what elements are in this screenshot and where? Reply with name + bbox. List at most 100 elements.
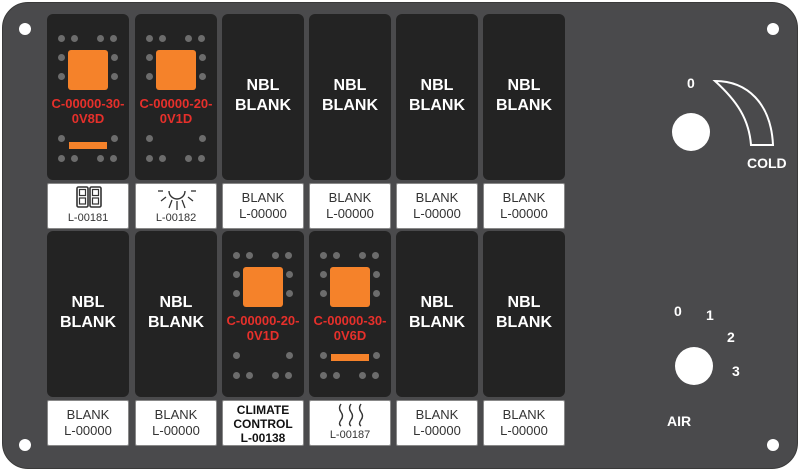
indicator-led: [286, 271, 293, 278]
switch-label-10: L-00187: [309, 400, 391, 446]
indicator-led: [198, 155, 205, 162]
indicator-led: [359, 252, 366, 259]
indicator-led: [71, 155, 78, 162]
indicator-led: [146, 54, 153, 61]
indicator-led: [146, 135, 153, 142]
indicator-led: [233, 290, 240, 297]
indicator-led: [146, 35, 153, 42]
rocker-indicator-bar: [69, 142, 107, 149]
indicator-led: [233, 271, 240, 278]
temperature-zero-label: 0: [687, 75, 695, 91]
label-code: L-00187: [329, 429, 371, 441]
indicator-led: [110, 155, 117, 162]
indicator-led: [246, 252, 253, 259]
switch-label-2: L-00182: [135, 183, 217, 229]
blank-switch-11[interactable]: NBL BLANK: [396, 231, 478, 397]
indicator-led: [320, 372, 327, 379]
indicator-led: [110, 35, 117, 42]
temperature-range-icon: [712, 79, 775, 146]
air-position-1: 1: [706, 307, 714, 323]
switch-label-11: BLANK L-00000: [396, 400, 478, 446]
blank-title: NBL BLANK: [409, 77, 465, 114]
indicator-led: [111, 54, 118, 61]
rocker-indicator-square: [156, 50, 196, 90]
indicator-led: [97, 155, 104, 162]
rocker-switch-9[interactable]: C-00000-20- 0V1D: [222, 231, 304, 397]
blank-switch-7[interactable]: NBL BLANK: [47, 231, 129, 397]
part-code: C-00000-30- 0V8D: [51, 96, 125, 126]
blank-switch-6[interactable]: NBL BLANK: [483, 14, 565, 180]
blank-switch-12[interactable]: NBL BLANK: [483, 231, 565, 397]
rocker-switch-2[interactable]: C-00000-20- 0V1D: [135, 14, 217, 180]
indicator-led: [58, 135, 65, 142]
blank-switch-3[interactable]: NBL BLANK: [222, 14, 304, 180]
blank-title: NBL BLANK: [409, 294, 465, 331]
indicator-led: [58, 155, 65, 162]
air-speed-knob[interactable]: [675, 347, 713, 385]
indicator-led: [320, 290, 327, 297]
indicator-led: [320, 252, 327, 259]
indicator-led: [159, 155, 166, 162]
indicator-led: [233, 352, 240, 359]
part-code: C-00000-30- 0V6D: [313, 313, 387, 343]
temperature-knob[interactable]: [672, 113, 710, 151]
air-label: AIR: [667, 413, 692, 429]
indicator-led: [372, 372, 379, 379]
indicator-led: [58, 35, 65, 42]
blank-switch-5[interactable]: NBL BLANK: [396, 14, 478, 180]
switch-label-7: BLANK L-00000: [47, 400, 129, 446]
rocker-switch-10[interactable]: C-00000-30- 0V6D: [309, 231, 391, 397]
indicator-led: [198, 35, 205, 42]
indicator-led: [286, 290, 293, 297]
indicator-led: [373, 271, 380, 278]
air-position-0: 0: [674, 303, 682, 319]
label-code: L-00181: [67, 212, 109, 224]
indicator-led: [111, 135, 118, 142]
indicator-led: [233, 252, 240, 259]
blank-switch-8[interactable]: NBL BLANK: [135, 231, 217, 397]
switch-label-1: L-00181: [47, 183, 129, 229]
indicator-led: [233, 372, 240, 379]
rocker-indicator-square: [330, 267, 370, 307]
indicator-led: [185, 35, 192, 42]
blank-title: NBL BLANK: [496, 294, 552, 331]
indicator-led: [286, 352, 293, 359]
screw-top-right: [767, 23, 779, 35]
indicator-led: [246, 372, 253, 379]
blank-title: NBL BLANK: [322, 77, 378, 114]
indicator-led: [97, 35, 104, 42]
switch-label-12: BLANK L-00000: [483, 400, 565, 446]
rocker-switch-1[interactable]: C-00000-30- 0V8D: [47, 14, 129, 180]
screw-bottom-right: [767, 439, 779, 451]
indicator-led: [359, 372, 366, 379]
indicator-led: [285, 252, 292, 259]
blank-title: NBL BLANK: [496, 77, 552, 114]
indicator-led: [333, 372, 340, 379]
indicator-led: [333, 252, 340, 259]
rocker-indicator-square: [68, 50, 108, 90]
switch-label-4: BLANK L-00000: [309, 183, 391, 229]
switch-label-9: CLIMATE CONTROL L-00138: [222, 400, 304, 446]
indicator-led: [320, 352, 327, 359]
indicator-led: [146, 155, 153, 162]
air-position-2: 2: [727, 329, 735, 345]
switch-label-5: BLANK L-00000: [396, 183, 478, 229]
indicator-led: [373, 352, 380, 359]
blank-title: NBL BLANK: [60, 294, 116, 331]
indicator-led: [373, 290, 380, 297]
sun-icon: [158, 190, 196, 210]
indicator-led: [272, 252, 279, 259]
indicator-led: [111, 73, 118, 80]
screw-bottom-left: [19, 439, 31, 451]
indicator-led: [58, 73, 65, 80]
air-position-3: 3: [732, 363, 740, 379]
indicator-led: [320, 271, 327, 278]
blank-title: NBL BLANK: [148, 294, 204, 331]
indicator-led: [199, 135, 206, 142]
switch-label-8: BLANK L-00000: [135, 400, 217, 446]
heat-waves-icon: [338, 403, 364, 427]
blank-switch-4[interactable]: NBL BLANK: [309, 14, 391, 180]
indicator-led: [71, 35, 78, 42]
label-code: L-00182: [155, 212, 197, 224]
